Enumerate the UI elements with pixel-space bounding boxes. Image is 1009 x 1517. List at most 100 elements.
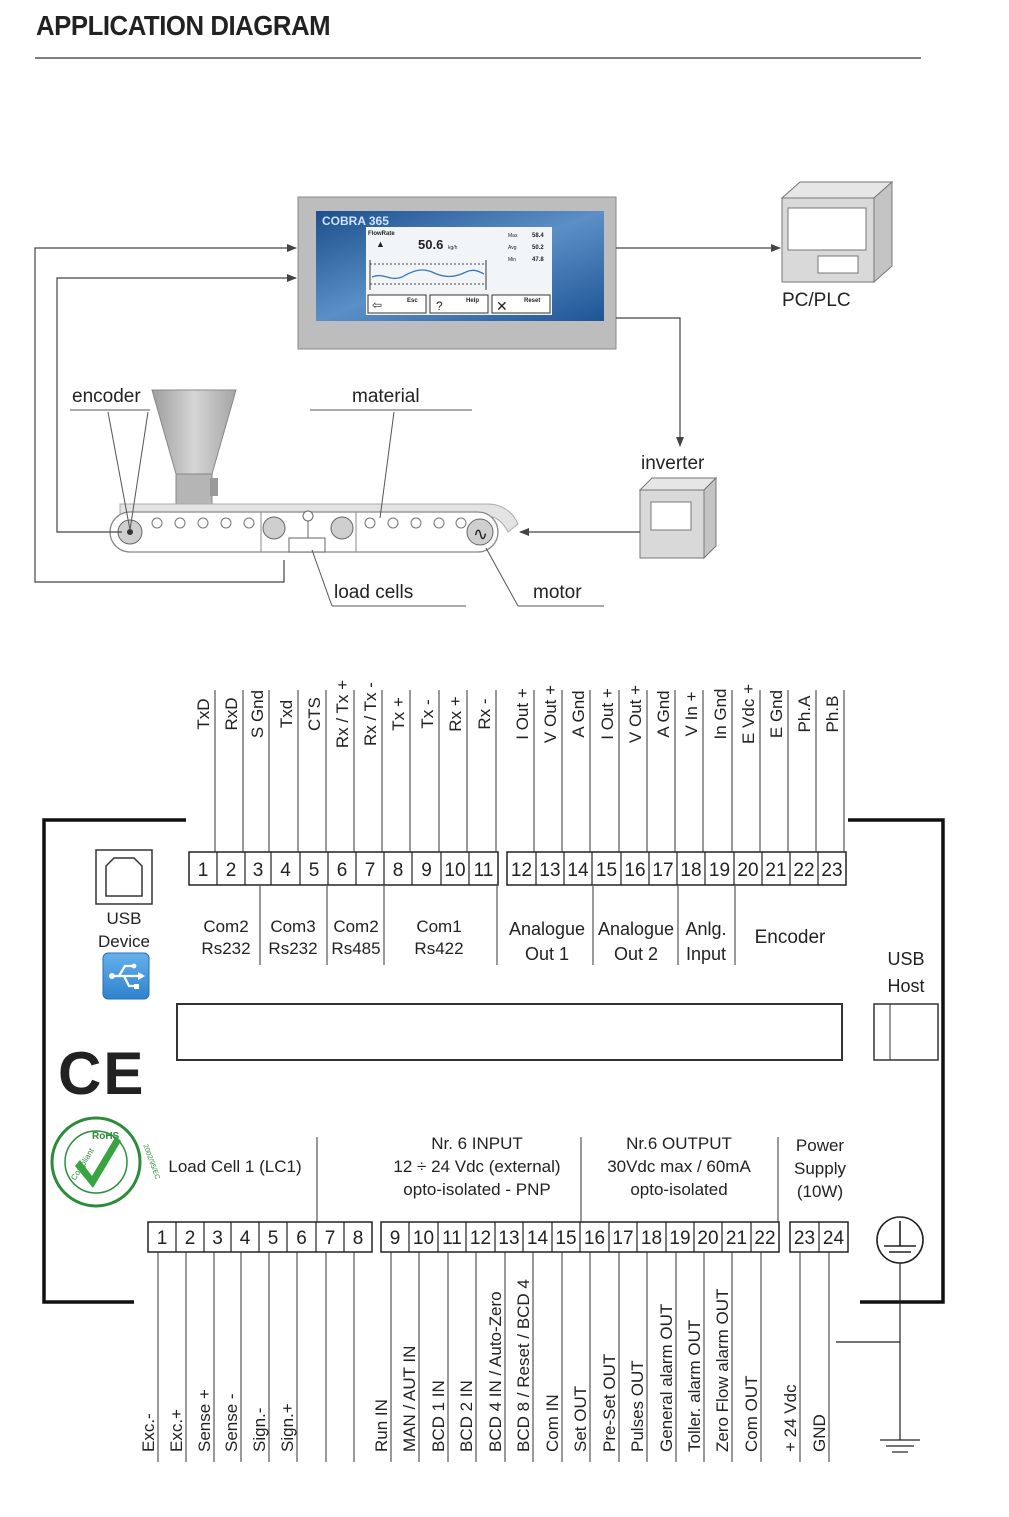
top-terminal-signal: Rx / Tx -	[361, 682, 380, 746]
bottom-terminal-signal: Run IN	[372, 1399, 391, 1452]
input-group-label-3: opto-isolated - PNP	[403, 1180, 550, 1199]
earth-symbol	[876, 1216, 924, 1264]
top-terminal-strip-a	[188, 851, 499, 886]
usb-device-label-1: USB	[107, 909, 142, 928]
top-terminal-signal: V Out +	[626, 685, 645, 743]
top-terminal-number: 4	[280, 860, 291, 881]
bottom-terminal-signal: BCD 1 IN	[429, 1380, 448, 1452]
help-button[interactable]: Help	[466, 298, 479, 304]
top-terminal-signal: CTS	[305, 697, 324, 731]
top-terminal-number: 9	[421, 860, 432, 881]
esc-button[interactable]: Esc	[407, 298, 418, 304]
bottom-terminal-number: 1	[157, 1228, 168, 1249]
group-label: Rs485	[331, 939, 380, 958]
top-terminal-signal: V In +	[682, 691, 701, 736]
bottom-terminal-signal: General alarm OUT	[657, 1304, 676, 1452]
top-terminal-signal: Rx +	[446, 696, 465, 732]
top-terminal-number: 12	[511, 860, 532, 881]
top-terminal-number: 8	[393, 860, 404, 881]
exit-icon: ⇦	[372, 298, 382, 312]
motor-label: motor	[533, 582, 582, 603]
top-terminal-number: 23	[821, 860, 842, 881]
inverter-label: inverter	[641, 453, 705, 474]
pc-plc-icon	[780, 180, 894, 284]
bottom-terminal-signal: Sense -	[222, 1393, 241, 1452]
top-terminal-number: 18	[680, 860, 701, 881]
top-terminal-signal: TxD	[194, 698, 213, 729]
bottom-terminal-number: 12	[470, 1228, 491, 1249]
connection-arrows	[34, 244, 781, 583]
screen-unit: kg/h	[448, 245, 458, 251]
top-terminal-number: 11	[474, 860, 494, 881]
bottom-terminal-signal: Sign.+	[278, 1403, 297, 1452]
screen-stat-key: Min	[508, 257, 516, 263]
top-terminal-number: 13	[539, 860, 560, 881]
group-label: Rs422	[414, 939, 463, 958]
motor-wave-icon: ∿	[473, 524, 488, 544]
input-group-label-1: Nr. 6 INPUT	[431, 1134, 523, 1153]
power-group-label-3: (10W)	[797, 1182, 843, 1201]
top-terminal-signal: Txd	[277, 700, 296, 728]
group-label: Analogue	[598, 919, 674, 939]
bottom-terminal-strip-a	[147, 1221, 373, 1253]
usb-icon	[102, 952, 150, 1000]
group-label: Analogue	[509, 919, 585, 939]
top-terminal-number: 3	[253, 860, 264, 881]
bottom-terminal-signal: BCD 2 IN	[457, 1380, 476, 1452]
bottom-terminal-signal: Pulses OUT	[628, 1360, 647, 1452]
usb-device-port	[95, 849, 153, 905]
encoder-label: encoder	[72, 386, 141, 407]
top-terminal-number: 19	[709, 860, 730, 881]
pc-label: PC/PLC	[782, 290, 851, 311]
bottom-terminal-number: 18	[641, 1228, 662, 1249]
checkmark-icon	[75, 1136, 121, 1188]
top-terminal-number: 17	[652, 860, 673, 881]
bottom-terminal-signal: Com IN	[543, 1394, 562, 1452]
screen-stat-value: 50.2	[532, 245, 544, 251]
bottom-terminal-signal: Sense +	[195, 1389, 214, 1452]
bottom-terminal-number: 19	[669, 1228, 690, 1249]
screen-trend-line	[371, 269, 485, 280]
device-brand: COBRA 365	[322, 214, 389, 228]
bottom-terminal-signal: BCD 4 IN / Auto-Zero	[486, 1291, 505, 1452]
top-terminal-number: 22	[793, 860, 814, 881]
load-cells-label: load cells	[334, 582, 413, 603]
bottom-terminal-signal: MAN / AUT IN	[400, 1346, 419, 1452]
usb-host-label-2: Host	[887, 976, 924, 996]
rohs-right-text: 2002/95/EC	[141, 1143, 160, 1180]
top-terminal-number: 5	[309, 860, 320, 881]
power-group-label-1: Power	[796, 1136, 845, 1155]
bottom-terminal-signal: Set OUT	[571, 1386, 590, 1452]
screen-label: FlowRate	[368, 231, 395, 237]
power-group-label-2: Supply	[794, 1159, 846, 1178]
ground-wiring	[836, 1263, 920, 1453]
group-label: Out 2	[614, 944, 658, 964]
top-group-separators	[259, 886, 736, 965]
inverter-icon	[638, 476, 718, 560]
bottom-terminal-number: 6	[296, 1228, 307, 1249]
lc-group-label: Load Cell 1 (LC1)	[168, 1157, 301, 1176]
reset-button[interactable]: Reset	[524, 298, 540, 304]
bottom-terminal-signal: Exc.-	[139, 1413, 158, 1452]
bottom-terminal-number: 8	[353, 1228, 364, 1249]
screen-stat-value: 47.8	[532, 257, 544, 263]
group-label: Out 1	[525, 944, 569, 964]
top-terminal-number: 21	[765, 860, 786, 881]
top-terminal-number: 1	[198, 860, 209, 881]
bottom-terminal-number: 24	[823, 1228, 845, 1249]
top-terminal-number: 15	[596, 860, 617, 881]
group-label: Encoder	[755, 927, 826, 948]
top-terminal-signal: A Gnd	[654, 690, 673, 737]
display-connector	[176, 1003, 843, 1061]
top-terminal-signal: E Gnd	[767, 690, 786, 738]
bottom-group-labels: Load Cell 1 (LC1) Nr. 6 INPUT 12 ÷ 24 Vd…	[168, 1134, 846, 1201]
group-label: Rs232	[268, 939, 317, 958]
rohs-top-text: RoHS	[92, 1131, 120, 1142]
bottom-terminal-number: 3	[212, 1228, 223, 1249]
bottom-terminal-signal: + 24 Vdc	[781, 1384, 800, 1452]
page-title: APPLICATION DIAGRAM	[36, 10, 331, 41]
bottom-terminal-signal: Toller. alarm OUT	[685, 1320, 704, 1452]
output-group-label-3: opto-isolated	[630, 1180, 727, 1199]
top-terminal-signal: I Out +	[598, 688, 617, 740]
